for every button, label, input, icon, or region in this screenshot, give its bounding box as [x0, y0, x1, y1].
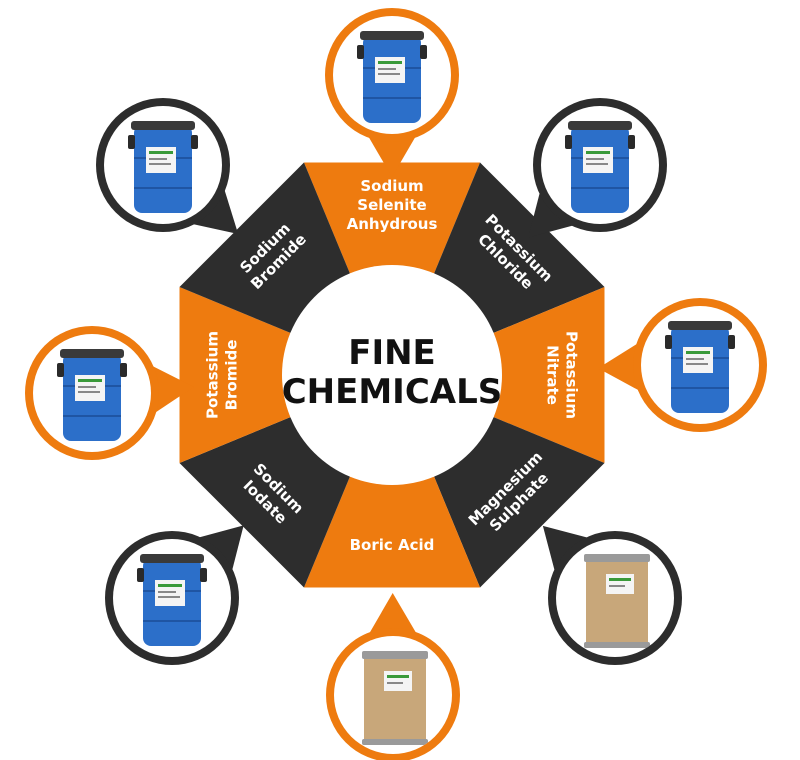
center-disc [282, 265, 502, 485]
blue-drum-icon [57, 349, 127, 441]
callout-pointer [364, 593, 421, 642]
blue-drum-icon [665, 321, 735, 413]
wheel-segment [179, 286, 291, 464]
product-callout [105, 525, 244, 665]
callout-pointer [364, 129, 420, 177]
center-title-line2: CHEMICALS [282, 372, 503, 412]
fiber-drum-icon [362, 651, 428, 745]
fiber-drum-icon [584, 554, 650, 648]
product-callout [325, 8, 459, 177]
wheel-segment [303, 162, 481, 274]
segment-label: PotassiumBromide [204, 331, 241, 419]
wheel-segment [179, 417, 350, 588]
center-title-line1: FINE [348, 333, 436, 373]
product-callout [25, 326, 194, 460]
blue-drum-icon [137, 554, 207, 646]
product-callout [528, 98, 667, 238]
segment-label: Boric Acid [350, 536, 435, 554]
blue-drum-icon [128, 121, 198, 213]
segment-label: PotassiumNitrate [544, 331, 581, 419]
wheel-segment [434, 417, 605, 588]
blue-drum-icon [357, 31, 427, 123]
product-callout [326, 593, 460, 760]
wheel-segment [303, 476, 481, 588]
wheel-segment [434, 162, 605, 333]
product-callout [96, 98, 239, 234]
wheel-segment [493, 286, 605, 464]
product-callout [598, 298, 767, 432]
wheel-segment [179, 162, 350, 333]
product-callout [542, 525, 682, 665]
blue-drum-icon [565, 121, 635, 213]
